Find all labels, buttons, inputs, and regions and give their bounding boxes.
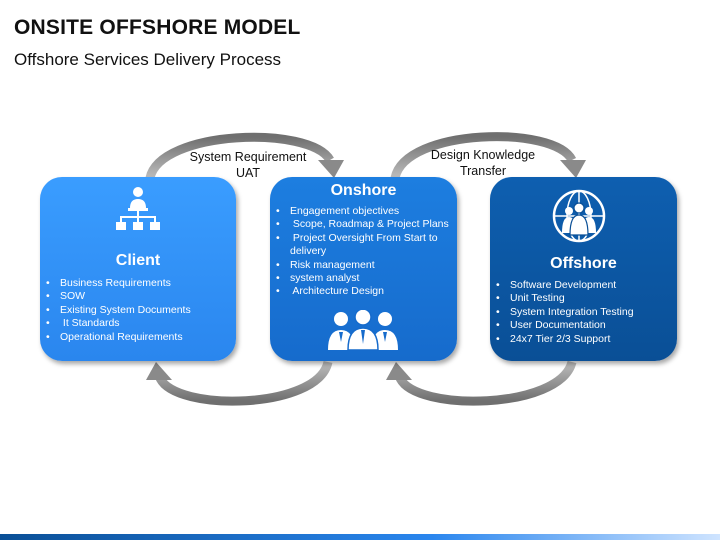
list-item: system analyst — [276, 272, 460, 286]
page-subtitle: Offshore Services Delivery Process — [14, 50, 282, 69]
onshore-list: Engagement objectives Scope, Roadmap & P… — [270, 205, 460, 299]
list-item: System Integration Testing — [496, 306, 633, 320]
client-list: Business Requirements SOW Existing Syste… — [40, 277, 191, 344]
list-item: Risk management — [276, 259, 460, 273]
list-item: Business Requirements — [46, 277, 191, 291]
arrow-label-system-requirement: System Requirement UAT — [180, 149, 316, 181]
list-item: It Standards — [46, 317, 191, 331]
label-line: UAT — [235, 166, 261, 180]
client-heading: Client — [115, 252, 161, 269]
list-item: Software Development — [496, 279, 634, 293]
offshore-box: Offshore Software Development Unit Testi… — [490, 177, 677, 361]
arrow-onshore-to-offshore — [390, 132, 586, 180]
label-line: Transfer — [459, 164, 507, 178]
list-item: Scope, Roadmap & Project Plans — [276, 218, 460, 232]
arrow-client-to-onshore — [145, 132, 344, 180]
offshore-heading: Offshore — [550, 255, 617, 272]
team-icon — [328, 310, 398, 351]
onshore-heading: Onshore — [330, 182, 397, 199]
list-item: Operational Requirements — [46, 331, 191, 345]
hierarchy-person-icon — [116, 187, 160, 230]
arrow-offshore-to-onshore — [386, 360, 577, 406]
onshore-box: Onshore Engagement objectives Scope, Roa… — [270, 177, 457, 361]
list-item: 24x7 Tier 2/3 Support — [496, 333, 634, 347]
list-item: User Documentation — [496, 319, 634, 333]
label-line: Design Knowledge — [430, 148, 536, 162]
list-item: Project Oversight From Start to delivery — [276, 232, 460, 259]
client-box: Client Business Requirements SOW Existin… — [40, 177, 236, 361]
arrow-onshore-to-client — [146, 360, 333, 406]
list-item: SOW — [46, 290, 191, 304]
bottom-accent-bar — [0, 534, 720, 540]
list-item: Architecture Design — [276, 285, 460, 299]
list-item: Unit Testing — [496, 292, 634, 306]
global-team-icon — [552, 189, 606, 243]
offshore-list: Software Development Unit Testing System… — [490, 279, 634, 347]
list-item: Existing System Documents — [46, 304, 191, 318]
page-title: ONSITE OFFSHORE MODEL — [14, 16, 301, 39]
list-item: Engagement objectives — [276, 205, 460, 219]
arrow-label-design-knowledge: Design Knowledge Transfer — [418, 147, 548, 179]
label-line: System Requirement — [189, 150, 307, 164]
